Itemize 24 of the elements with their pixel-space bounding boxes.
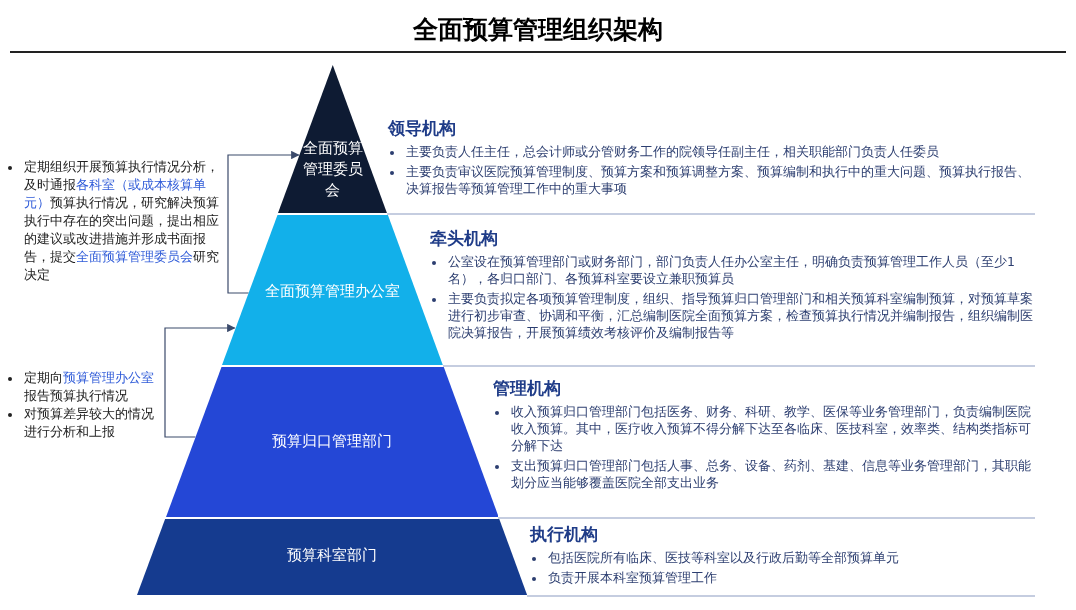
- bullet-text: 主要负责拟定各项预算管理制度，组织、指导预算归口管理部门和相关预算科室编制预算，对预算草案进行初步审查、协调和平衡，汇总编制医院全面预算方案，检查预算执行情况并编制报告，组织编制医院决算报告，开展预算绩效考核评价及编制报告等: [448, 290, 1034, 341]
- section-heading: 执行机构: [530, 523, 598, 546]
- note-text: 定期向预算管理办公室报告预算执行情况: [24, 369, 155, 405]
- note-text: 定期组织开展预算执行情况分析，及时通报各科室（或成本核算单元）预算执行情况，研究解决预算执行中存在的突出问题，提出相应的建议或改进措施并形成书面报告，提交全面预算管理委员会研究决定: [24, 158, 220, 284]
- tier-label: 全面预算管理委员会: [301, 138, 364, 201]
- tier-label: 全面预算管理办公室: [263, 281, 401, 302]
- arrow: [227, 150, 300, 294]
- pyramid-tier: [136, 519, 527, 595]
- arrow: [164, 323, 236, 438]
- title: 全面预算管理组织架构: [413, 14, 663, 46]
- bullet-text: 包括医院所有临床、医技等科室以及行政后勤等全部预算单元: [548, 549, 899, 566]
- bullet-text: 负责开展本科室预算管理工作: [548, 569, 717, 586]
- pyramid-tier: [278, 65, 388, 213]
- bullet-text: 公室设在预算管理部门或财务部门，部门负责人任办公室主任，明确负责预算管理工作人员（至少1名），各归口部门、各预算科室要设立兼职预算员: [448, 253, 1016, 287]
- bullet-text: 收入预算归口管理部门包括医务、财务、科研、教学、医保等业务管理部门，负责编制医院收入预算。其中，医疗收入预算不得分解下达至各临床、医技科室，效率类、结构类指标可分解下达: [511, 403, 1032, 454]
- bullet-text: 支出预算归口管理部门包括人事、总务、设备、药剂、基建、信息等业务管理部门，其职能划分应当能够覆盖医院全部支出业务: [511, 457, 1032, 491]
- section-heading: 管理机构: [493, 377, 561, 400]
- section-heading: 领导机构: [388, 117, 456, 140]
- note-text: 对预算差异较大的情况进行分析和上报: [24, 405, 155, 441]
- section-heading: 牵头机构: [430, 227, 498, 250]
- tier-label: 预算归口管理部门: [271, 431, 394, 452]
- tier-label: 预算科室部门: [285, 545, 378, 566]
- bullet-text: 主要负责人任主任，总会计师或分管财务工作的院领导任副主任，相关职能部门负责人任委员: [406, 143, 939, 160]
- bullet-text: 主要负责审议医院预算管理制度、预算方案和预算调整方案、预算编制和执行中的重大问题、预算执行报告、决算报告等预算管理工作中的重大事项: [406, 163, 1031, 197]
